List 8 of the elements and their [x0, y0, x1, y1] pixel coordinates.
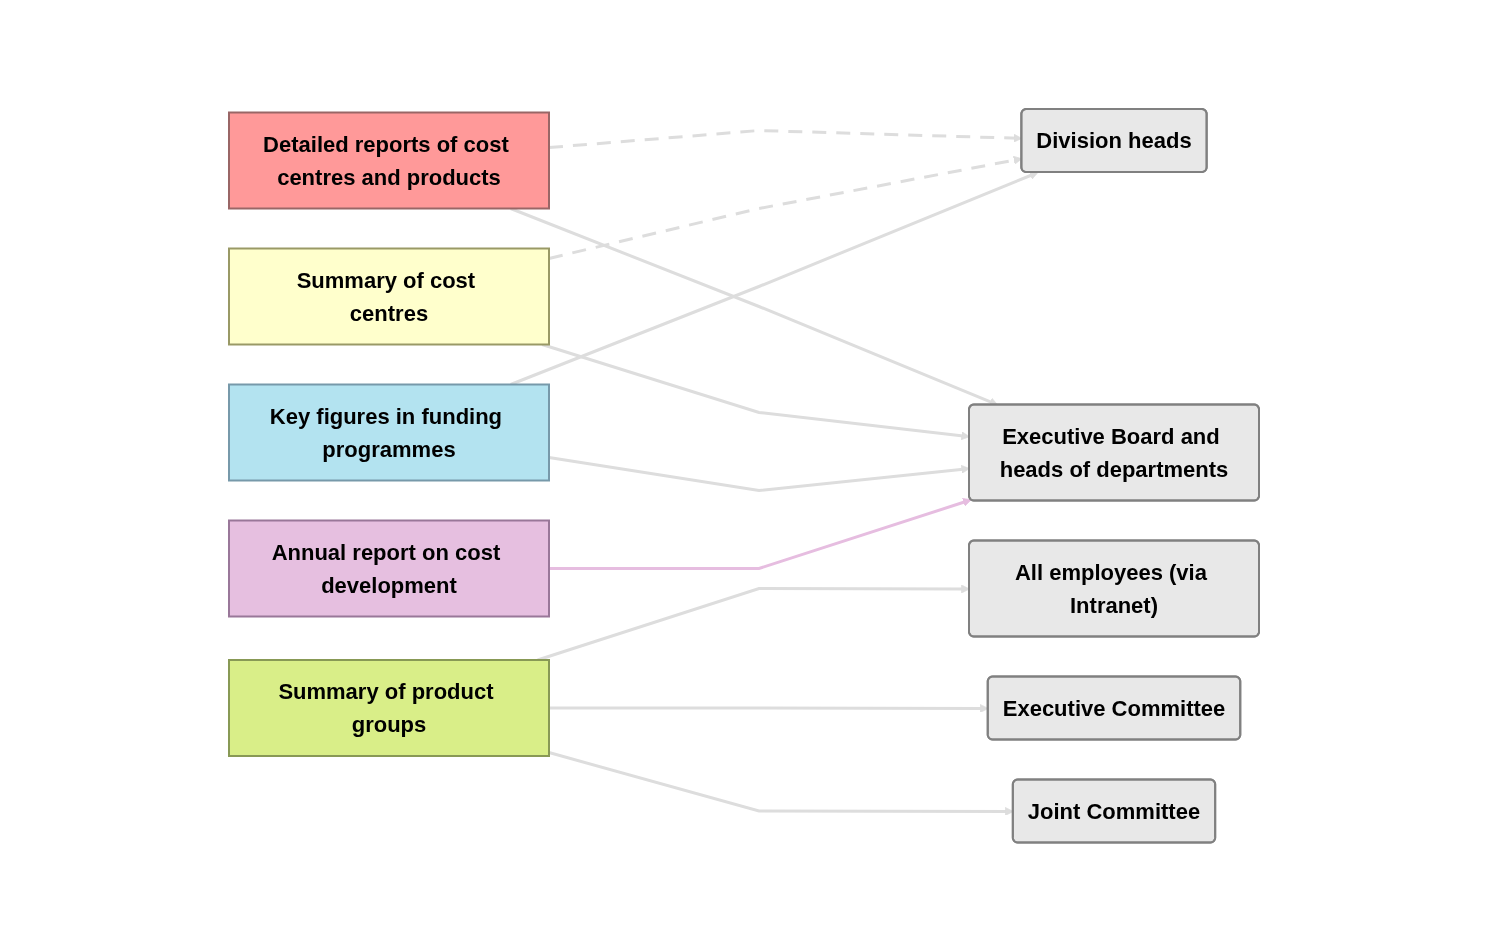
node-box: Summary of product groups — [228, 658, 550, 757]
arrow — [549, 497, 972, 570]
node-box: Key figures in funding programmes — [228, 383, 550, 482]
node-box: Annual report on cost development — [228, 519, 550, 618]
arrow — [537, 584, 970, 662]
node-box: Detailed reports of cost centres and products — [228, 111, 550, 210]
arrow — [510, 171, 1039, 386]
node-box: Summary of cost centres — [228, 247, 550, 346]
